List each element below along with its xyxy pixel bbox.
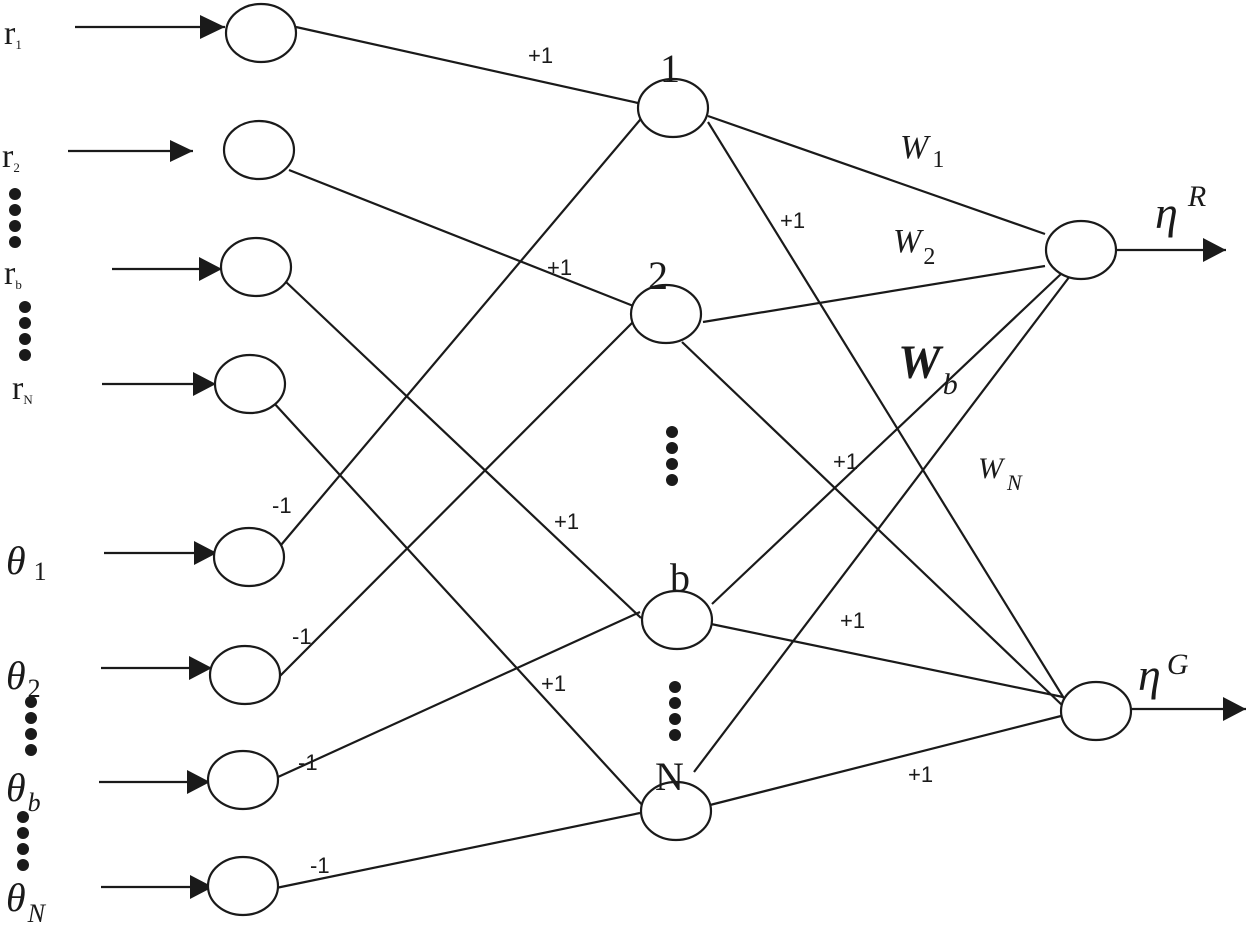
edge-h1-r (707, 114, 1046, 236)
arrowhead-icon (194, 541, 217, 565)
input-hidden-connections (267, 25, 646, 890)
label-r2: r2 (2, 138, 20, 175)
output-node-r (1044, 219, 1118, 281)
r-input-labels: r1 r2 rb rN (2, 15, 33, 407)
arrowhead-icon (193, 372, 216, 396)
edge-hb-g (710, 622, 1064, 699)
edge-label-rN-hN: +1 (541, 671, 566, 696)
hidden-output-connections (681, 114, 1071, 807)
edge-h2-r (702, 264, 1046, 324)
output-arrows (1115, 238, 1246, 721)
arrowhead-icon (199, 257, 222, 281)
edge-label-hb-g: +1 (840, 608, 865, 633)
arrowhead-icon (170, 140, 193, 162)
hidden-node-1 (636, 77, 710, 139)
hidden-label-2: 2 (648, 253, 668, 298)
ellipsis-dots-theta-lower (17, 811, 29, 871)
edge-tN-hN (275, 811, 641, 890)
ellipsis-dots-r-lower (19, 301, 31, 361)
edge-rN-hN (272, 401, 646, 809)
label-thetaN: θN (6, 875, 47, 928)
label-rN: rN (12, 370, 33, 407)
output-nodes (1044, 219, 1133, 742)
edge-label-h2-g: +1 (833, 449, 858, 474)
edge-label-tN-hN: -1 (310, 853, 330, 878)
hidden-node-2 (629, 283, 703, 345)
label-rb: rb (4, 255, 22, 292)
edge-t2-h2 (267, 321, 634, 689)
edge-label-r2-h2: +1 (547, 255, 572, 280)
arrowhead-icon (189, 656, 212, 680)
input-node-r1 (224, 2, 298, 64)
edge-label-t2-h2: -1 (292, 624, 312, 649)
label-r1: r1 (4, 15, 22, 52)
arrowhead-icon (200, 15, 225, 39)
weight-label-w2: W2 (893, 223, 935, 270)
output-node-g (1059, 680, 1133, 742)
arrowhead-icon (1223, 697, 1246, 721)
arrowhead-icon (1203, 238, 1226, 262)
edge-hN-g (709, 714, 1062, 807)
ellipsis-dots-hidden-upper (666, 426, 678, 486)
edge-tb-hb (277, 610, 641, 779)
edge-label-tb-hb: -1 (298, 750, 318, 775)
arrowhead-icon (190, 875, 213, 899)
edge-hb-r (711, 272, 1063, 605)
edge-h2-g (681, 341, 1064, 707)
input-node-t1 (212, 526, 286, 588)
edge-hN-r (693, 275, 1071, 773)
input-nodes (206, 2, 298, 917)
label-thetab: θb (6, 765, 41, 817)
ellipsis-dots-hidden-lower (669, 681, 681, 741)
arrowhead-icon (187, 770, 210, 794)
edge-label-rb-hb: +1 (554, 509, 579, 534)
hidden-nodes (629, 77, 714, 842)
edge-rb-hb (285, 281, 642, 619)
label-theta2: θ2 (6, 653, 41, 703)
weight-label-wb: Wb (898, 336, 958, 401)
edge-label-h1-g: +1 (780, 208, 805, 233)
ellipsis-dots-r-upper (9, 188, 21, 248)
hidden-node-labels: 1 2 b N (648, 46, 690, 799)
input-arrows (68, 15, 225, 899)
hidden-node-b (640, 589, 714, 651)
hidden-label-N: N (655, 754, 684, 799)
input-node-rN (213, 353, 287, 415)
edge-r1-h1 (295, 25, 639, 105)
ellipsis-dots (9, 188, 681, 871)
edge-r2-h2 (288, 168, 637, 309)
edge-weight-labels: +1 +1 +1 +1 -1 -1 -1 -1 +1 +1 +1 +1 (272, 43, 933, 878)
edge-label-t1-h1: -1 (272, 493, 292, 518)
input-node-tN (206, 855, 280, 917)
edge-t1-h1 (280, 113, 646, 546)
hidden-label-1: 1 (660, 46, 680, 91)
edge-label-r1-h1: +1 (528, 43, 553, 68)
ellipsis-dots-theta-upper (25, 696, 37, 756)
hidden-label-b: b (670, 555, 690, 600)
input-node-tb (206, 749, 280, 811)
hidden-node-N (639, 780, 713, 842)
input-node-r2 (222, 119, 296, 181)
input-node-t2 (208, 644, 282, 706)
edge-h1-g (707, 121, 1066, 701)
edge-label-hN-g: +1 (908, 762, 933, 787)
input-node-rb (219, 236, 293, 298)
